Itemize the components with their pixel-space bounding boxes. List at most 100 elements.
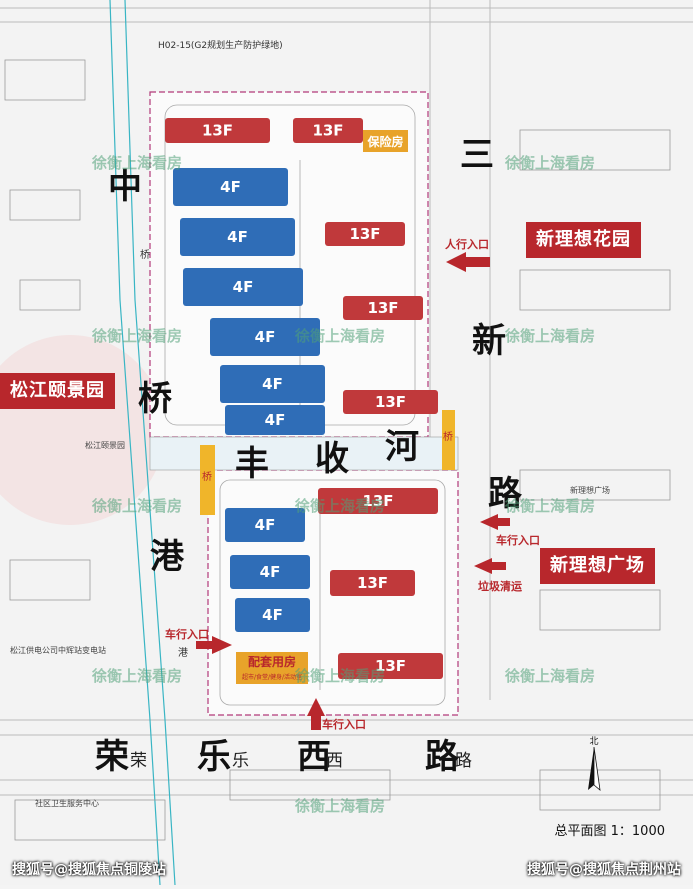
north-building-6 <box>183 268 303 306</box>
note-west-small: 松江颐景园 <box>85 441 125 450</box>
south-building-label-3: 4F <box>260 563 281 581</box>
entry-vehicle-east-label: 车行入口 <box>496 534 540 547</box>
entry-vehicle-west-label: 车行入口 <box>165 628 209 641</box>
north-building-label-5: 13F <box>349 225 380 243</box>
north-building-label-10: 13F <box>375 393 406 411</box>
bridge-east <box>442 410 455 470</box>
watermark-8: 徐衡上海看房 <box>295 497 386 515</box>
north-building-3 <box>173 168 288 206</box>
north-building-label-4: 4F <box>227 228 248 246</box>
north-building-label-2: 13F <box>312 122 343 140</box>
south-building-label-6: 13F <box>375 657 406 675</box>
north-buildings: 13F 13F 4F 4F 13F 4F 13F 4F 4F 13F 4F <box>165 118 438 435</box>
bridge-west-label: 桥 <box>202 471 212 483</box>
south-building-label-1: 13F <box>362 492 393 510</box>
north-building-label-6: 4F <box>233 278 254 296</box>
north-building-5 <box>325 222 405 246</box>
north-building-10 <box>343 390 438 414</box>
watermark-1: 徐衡上海看房 <box>92 154 183 172</box>
amenity-title: 配套用房 <box>248 654 296 669</box>
north-building-2 <box>293 118 363 143</box>
side-road-label: 桥 <box>140 249 150 261</box>
south-building-3 <box>230 555 310 589</box>
north-building-label-1: 13F <box>202 122 233 140</box>
road-char-rong-small: 荣 <box>130 751 147 771</box>
neighbor-tag-west: 松江颐景园 <box>0 373 115 409</box>
road-char-xi: 西 <box>297 737 331 777</box>
amenity-building <box>236 652 308 684</box>
north-building-7 <box>343 296 423 320</box>
road-char-lu-south: 路 <box>425 737 460 777</box>
watermark-10: 徐衡上海看房 <box>92 667 183 685</box>
entry-vehicle-south-label: 车行入口 <box>322 718 366 731</box>
security-house <box>363 130 408 152</box>
north-label: 北 <box>589 736 598 747</box>
footer-right: 搜狐号@搜狐焦点荆州站 <box>527 862 681 878</box>
south-building-label-4: 13F <box>357 574 388 592</box>
north-building-label-7: 13F <box>367 299 398 317</box>
road-char-shou: 收 <box>315 439 349 479</box>
arrow-vehicle-south <box>307 698 325 730</box>
road-char-rong: 荣 <box>95 737 129 777</box>
street-lines <box>0 0 693 796</box>
plot-code: H02-15(G2规划生产防护绿地) <box>158 39 283 51</box>
entry-pedestrian-label: 人行入口 <box>445 238 489 251</box>
north-building-8 <box>210 318 320 356</box>
bridge-east-label: 桥 <box>443 431 453 443</box>
security-house-label: 保险房 <box>366 134 403 149</box>
arrow-vehicle-east <box>480 514 510 530</box>
north-building-4 <box>180 218 295 256</box>
watermark-6: 徐衡上海看房 <box>92 497 183 515</box>
watermark-12: 徐衡上海看房 <box>295 797 386 815</box>
south-building-1 <box>318 488 438 514</box>
watermark-3: 徐衡上海看房 <box>295 327 386 345</box>
road-char-lu-south-small: 路 <box>455 751 472 771</box>
north-building-11 <box>225 405 325 435</box>
north-building-label-9: 4F <box>262 375 283 393</box>
road-char-xi-small: 西 <box>326 751 343 771</box>
note-power: 松江供电公司中辉站变电站 <box>10 646 106 655</box>
neighbor-tag-east-2: 新理想广场 <box>540 548 655 584</box>
south-buildings: 13F 4F 4F 13F 4F 13F <box>225 488 443 679</box>
neighbor-tag-east-1: 新理想花园 <box>526 222 641 258</box>
north-arrow: 北 <box>588 736 601 791</box>
north-building-label-3: 4F <box>220 178 241 196</box>
south-building-label-5: 4F <box>262 606 283 624</box>
watermark-5: 徐衡上海看房 <box>505 327 596 345</box>
neighbor-outlines <box>4 59 671 841</box>
note-service-center: 社区卫生服务中心 <box>35 799 99 808</box>
entry-arrows <box>196 252 510 730</box>
north-building-1 <box>165 118 270 143</box>
road-char-le-small: 乐 <box>232 751 249 771</box>
south-building-5 <box>235 598 310 632</box>
north-building-label-11: 4F <box>265 411 286 429</box>
arrow-vehicle-west <box>196 636 232 654</box>
watermark-2: 徐衡上海看房 <box>505 154 596 172</box>
watermark-7: 徐衡上海看房 <box>505 497 596 515</box>
road-char-le: 乐 <box>197 737 231 777</box>
canal-lines <box>109 0 176 886</box>
road-char-san: 三 <box>460 135 494 175</box>
gang-small-label: 港 <box>178 647 188 659</box>
road-char-lu-east: 路 <box>488 474 523 514</box>
north-building-9 <box>220 365 325 403</box>
footer-left: 搜狐号@搜狐焦点铜陵站 <box>12 862 166 878</box>
road-char-qiao: 桥 <box>138 379 172 419</box>
entry-garbage-label: 垃圾清运 <box>478 580 522 593</box>
bridge-west <box>200 445 215 515</box>
south-building-2 <box>225 508 305 542</box>
south-building-6 <box>338 653 443 679</box>
amenity-subtitle: 超市/食堂/健身/活动室 <box>242 673 302 681</box>
south-building-label-2: 4F <box>255 516 276 534</box>
north-building-label-8: 4F <box>255 328 276 346</box>
road-char-xin: 新 <box>472 321 506 361</box>
note-square-small: 新理想广场 <box>570 486 610 495</box>
road-char-feng: 丰 <box>235 444 269 484</box>
arrow-pedestrian <box>446 252 490 272</box>
road-char-gang: 港 <box>150 537 185 577</box>
watermark-4: 徐衡上海看房 <box>92 327 183 345</box>
south-building-4 <box>330 570 415 596</box>
watermark-11: 徐衡上海看房 <box>505 667 596 685</box>
arrow-garbage <box>474 558 506 574</box>
